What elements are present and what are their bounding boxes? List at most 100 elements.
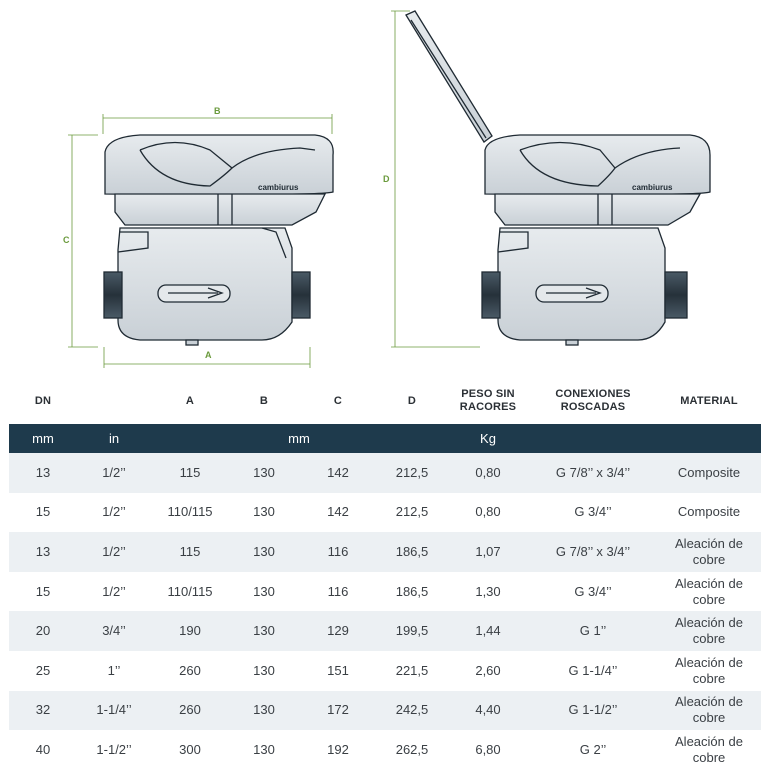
meter-closed-view [103,134,334,346]
cell-dn-mm: 13 [9,532,77,572]
header-b: B [259,394,269,407]
cell-material: Composite [657,453,761,493]
cell-d: 199,5 [377,611,447,651]
cell-dn-in: 1/2’’ [77,571,151,612]
cell-dn-mm: 15 [9,492,77,533]
cell-material: Aleación de cobre [657,611,761,651]
cell-d: 212,5 [377,492,447,533]
cell-a: 260 [151,690,229,731]
cell-b: 130 [229,611,299,651]
cell-d: 186,5 [377,532,447,572]
cell-c: 116 [299,532,377,572]
cell-dn-in: 1/2’’ [77,532,151,572]
cell-c: 142 [299,492,377,533]
dim-label-d: D [383,174,390,184]
cell-b: 130 [229,571,299,612]
header-weight: PESO SIN RACORES [459,388,517,413]
brand-label-right: cambiurus [632,183,673,192]
unit-in: in [77,424,151,453]
cell-weight: 0,80 [447,492,529,533]
cell-material: Composite [657,492,761,533]
cell-connection: G 3/4’’ [529,492,657,533]
cell-dn-in: 1-1/4’’ [77,690,151,731]
cell-a: 110/115 [151,571,229,612]
cell-connection: G 7/8’’ x 3/4’’ [529,532,657,572]
cell-a: 115 [151,532,229,572]
cell-weight: 2,60 [447,650,529,691]
cell-b: 130 [229,690,299,731]
cell-connection: G 1-1/2’’ [529,690,657,731]
cell-weight: 1,07 [447,532,529,572]
cell-dn-mm: 25 [9,650,77,691]
cell-connection: G 1-1/4’’ [529,650,657,691]
header-dn-in [77,378,151,424]
cell-b: 130 [229,532,299,572]
header-c: C [333,394,343,407]
cell-c: 142 [299,453,377,493]
unit-kg: Kg [447,424,529,453]
cell-a: 300 [151,730,229,770]
cell-dn-mm: 20 [9,611,77,651]
meter-open-view [405,10,711,346]
cell-dn-mm: 32 [9,690,77,731]
cell-c: 151 [299,650,377,691]
cell-material: Aleación de cobre [657,650,761,691]
header-d: D [407,394,417,407]
cell-dn-mm: 15 [9,571,77,612]
cell-connection: G 3/4’’ [529,571,657,612]
cell-weight: 1,44 [447,611,529,651]
cell-dn-in: 3/4’’ [77,611,151,651]
cell-d: 262,5 [377,730,447,770]
cell-c: 116 [299,571,377,612]
cell-d: 221,5 [377,650,447,691]
cell-d: 186,5 [377,571,447,612]
cell-weight: 4,40 [447,690,529,731]
cell-a: 190 [151,611,229,651]
header-material: MATERIAL [680,394,738,407]
cell-a: 110/115 [151,492,229,533]
cell-material: Aleación de cobre [657,730,761,770]
cell-dn-mm: 13 [9,453,77,493]
header-dn: DN [34,394,52,407]
header-connections: CONEXIONES ROSCADAS [555,388,631,413]
dim-label-a: A [205,350,212,360]
unit-mm-span: mm [151,424,447,453]
cell-c: 129 [299,611,377,651]
cell-dn-mm: 40 [9,730,77,770]
cell-c: 192 [299,730,377,770]
dimension-lines-left [68,114,333,368]
cell-dn-in: 1/2’’ [77,453,151,493]
cell-b: 130 [229,650,299,691]
brand-label: cambiurus [258,183,299,192]
dim-label-b: B [214,106,221,116]
cell-material: Aleación de cobre [657,571,761,612]
cell-weight: 0,80 [447,453,529,493]
cell-b: 130 [229,492,299,533]
cell-dn-in: 1-1/2’’ [77,730,151,770]
cell-connection: G 2’’ [529,730,657,770]
unit-mm: mm [9,424,77,453]
cell-b: 130 [229,730,299,770]
cell-c: 172 [299,690,377,731]
meter-technical-drawing: cambiurus B C A cambiurus [63,10,711,368]
cell-a: 260 [151,650,229,691]
cell-weight: 1,30 [447,571,529,612]
cell-connection: G 1’’ [529,611,657,651]
cell-dn-in: 1’’ [77,650,151,691]
column-header-row: DN A B C D PESO SIN RACORES CONEXIONES R… [9,378,761,424]
cell-b: 130 [229,453,299,493]
cell-d: 242,5 [377,690,447,731]
cell-material: Aleación de cobre [657,690,761,731]
spec-table: DN A B C D PESO SIN RACORES CONEXIONES R… [9,378,761,770]
dimension-lines-right [391,10,480,348]
unit-row: mm in mm Kg [9,424,761,453]
cell-weight: 6,80 [447,730,529,770]
